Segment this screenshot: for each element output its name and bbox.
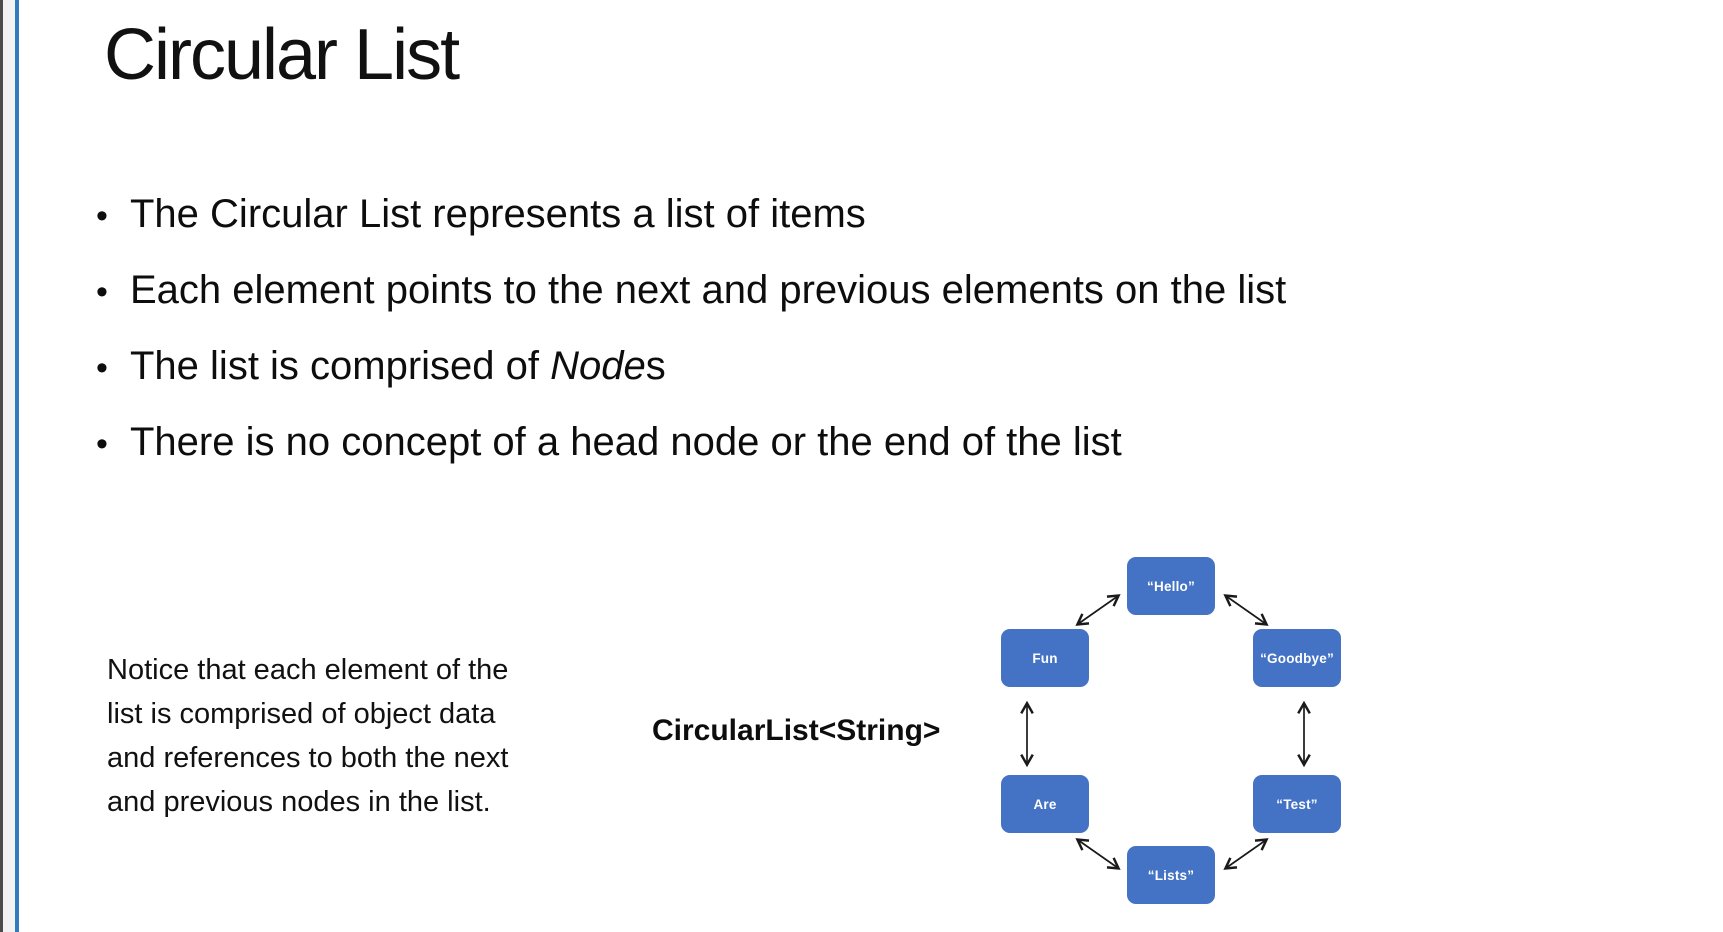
node-hello: “Hello” (1127, 557, 1215, 615)
bullet-text: The list is comprised of Nodes (130, 344, 666, 388)
arrow-hello-goodbye (1223, 594, 1269, 626)
node-lists: “Lists” (1127, 846, 1215, 904)
note-line: Notice that each element of the (107, 654, 509, 686)
slide-gutter (3, 0, 15, 932)
bullet-item-4: • There is no concept of a head node or … (96, 404, 1286, 480)
node-goodbye: “Goodbye” (1253, 629, 1341, 687)
node-label: Fun (1032, 650, 1058, 666)
arrow-fun-hello (1075, 594, 1121, 626)
arrow-are-lists (1075, 838, 1121, 870)
node-fun: Fun (1001, 629, 1089, 687)
window-left-edge (0, 0, 3, 932)
node-label: Are (1033, 796, 1057, 812)
arrow-test-lists (1223, 838, 1269, 870)
bullet-marker: • (96, 273, 108, 311)
bullet-marker: • (96, 349, 108, 387)
note-line: and references to both the next (107, 742, 509, 774)
note-text: Notice that each element of the list is … (107, 648, 508, 824)
bullet-text: The Circular List represents a list of i… (130, 192, 866, 236)
slide-left-border (15, 0, 19, 932)
bullet-item-3: • The list is comprised of Nodes (96, 328, 1286, 404)
node-label: “Hello” (1147, 578, 1195, 594)
bullet-text: There is no concept of a head node or th… (130, 420, 1122, 464)
node-are: Are (1001, 775, 1089, 833)
circular-list-diagram: “Hello” Fun “Goodbye” Are “Test” “Lists” (960, 540, 1400, 932)
note-line: and previous nodes in the list. (107, 786, 491, 818)
bullet-marker: • (96, 425, 108, 463)
node-test: “Test” (1253, 775, 1341, 833)
slide-title: Circular List (104, 15, 460, 95)
node-label: “Test” (1276, 796, 1318, 812)
bullet-marker: • (96, 197, 108, 235)
bullet-list: • The Circular List represents a list of… (96, 176, 1286, 480)
bullet-item-1: • The Circular List represents a list of… (96, 176, 1286, 252)
node-label: “Goodbye” (1260, 650, 1334, 666)
arrows-layer (1020, 594, 1311, 870)
note-line: list is comprised of object data (107, 698, 496, 730)
bullet-item-2: • Each element points to the next and pr… (96, 252, 1286, 328)
node-label: “Lists” (1147, 867, 1195, 883)
diagram-label: CircularList<String> (652, 714, 941, 747)
bullet-text: Each element points to the next and prev… (130, 268, 1287, 312)
